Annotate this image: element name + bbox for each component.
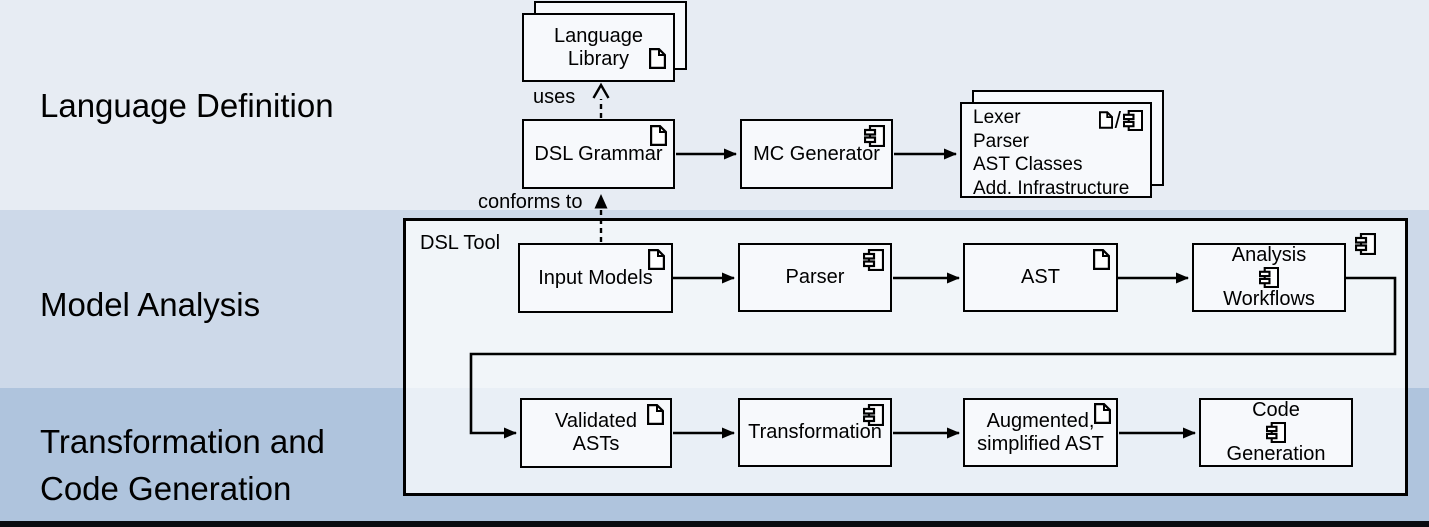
node-label: simplified AST xyxy=(977,432,1104,455)
node-label: Transformation xyxy=(748,421,882,443)
node-label: Workflows xyxy=(1223,288,1315,310)
node-label: AST xyxy=(1021,266,1060,288)
document-icon xyxy=(648,249,665,270)
node-label: Lexer xyxy=(973,107,1021,128)
component-icon xyxy=(862,248,885,272)
bottom-border-bar xyxy=(0,521,1429,527)
node-label: ASTs xyxy=(572,433,620,455)
node-label: Analysis xyxy=(1231,244,1307,266)
node-language-library: Language Library xyxy=(522,13,675,82)
component-icon xyxy=(1223,266,1315,289)
document-icon xyxy=(1093,249,1110,270)
node-label: Parser xyxy=(973,130,1029,152)
node-label: DSL Grammar xyxy=(534,142,663,165)
node-label: Input Models xyxy=(538,266,653,289)
band-label-line2: Code Generation xyxy=(40,470,292,507)
node-dsl-grammar: DSL Grammar xyxy=(522,119,675,189)
node-code-generation: Code Generation xyxy=(1199,398,1353,467)
node-analysis-workflows: Analysis Workflows xyxy=(1192,243,1346,312)
component-icon xyxy=(1354,232,1377,260)
node-transformation: Transformation xyxy=(738,398,892,467)
document-icon xyxy=(647,404,664,425)
node-label: Language xyxy=(554,24,643,47)
node-label-line: Code xyxy=(1227,399,1326,444)
node-validated-asts: Validated ASTs xyxy=(520,398,672,468)
node-ast: AST xyxy=(963,243,1118,312)
component-icon xyxy=(1123,109,1143,131)
edge-label-conforms-to: conforms to xyxy=(478,191,583,213)
slash-separator: / xyxy=(1114,107,1121,133)
band-language-definition xyxy=(0,0,1429,210)
document-or-component-icon: / xyxy=(1098,107,1143,133)
node-label: Parser xyxy=(785,266,845,288)
node-label: Add. Infrastructure xyxy=(973,177,1130,199)
document-icon xyxy=(650,125,667,146)
component-icon xyxy=(1227,421,1326,444)
node-label: Library xyxy=(567,47,630,70)
node-label: Validated xyxy=(555,410,637,432)
document-icon xyxy=(1098,111,1113,129)
node-label-line: Analysis xyxy=(1223,244,1315,289)
band-label-model-analysis: Model Analysis xyxy=(40,286,261,323)
dsl-tool-label: DSL Tool xyxy=(420,232,501,254)
node-label: Code xyxy=(1252,399,1300,421)
node-parser: Parser xyxy=(738,243,892,312)
component-icon xyxy=(862,403,885,427)
component-icon xyxy=(863,124,886,148)
node-label: AST Classes xyxy=(973,154,1083,175)
band-label-language-definition: Language Definition xyxy=(40,87,334,124)
node-label: Generation xyxy=(1226,443,1326,465)
node-augmented-ast: Augmented, simplified AST xyxy=(963,398,1118,467)
document-icon xyxy=(649,48,666,69)
band-label-transformation-codegen: Transformation and Code Generation xyxy=(40,418,325,512)
node-input-models: Input Models xyxy=(518,243,673,313)
document-icon xyxy=(1094,403,1111,424)
node-mc-generator: MC Generator xyxy=(740,119,893,189)
edge-label-uses: uses xyxy=(533,86,576,108)
node-label: MC Generator xyxy=(753,142,880,165)
node-label: Augmented, xyxy=(986,409,1095,432)
node-generated-artifacts: / Lexer Parser AST Classes Add. Infrastr… xyxy=(960,102,1152,199)
band-label-line1: Transformation and xyxy=(40,423,325,460)
